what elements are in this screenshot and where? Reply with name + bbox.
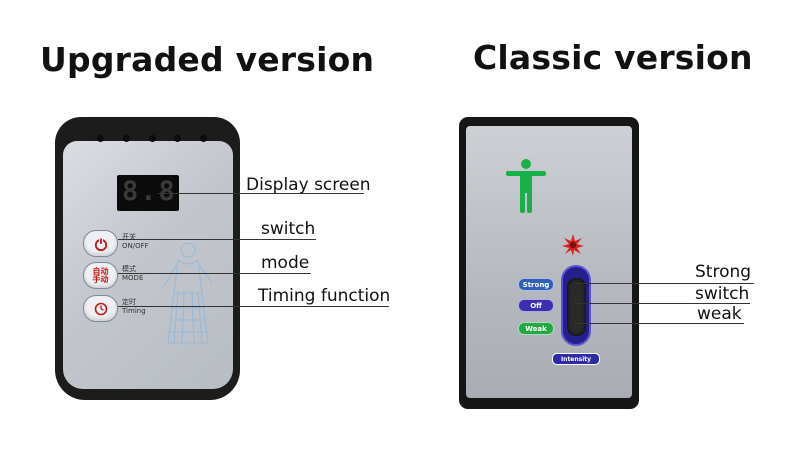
- off-indicator: Off: [518, 299, 554, 312]
- callout-line-strong: [574, 283, 754, 284]
- mode-button[interactable]: 自动 手动: [83, 262, 118, 289]
- callout-timing-function: Timing function: [258, 286, 391, 306]
- callout-strong: Strong: [695, 262, 752, 282]
- callout-display-screen: Display screen: [246, 175, 371, 195]
- auto-manual-icon: 自动 手动: [92, 266, 109, 284]
- timing-button[interactable]: [83, 295, 118, 322]
- display-digits: 8.8: [122, 176, 177, 207]
- power-button[interactable]: [83, 230, 118, 257]
- callout-mode: mode: [261, 253, 310, 273]
- indicator-led: [97, 135, 104, 142]
- weak-indicator: Weak: [518, 322, 554, 335]
- callout-classic-switch: switch: [695, 284, 750, 304]
- mode-button-label: 模式 MODE: [122, 265, 144, 282]
- callout-line-classic-switch: [574, 303, 750, 304]
- classic-controller-panel: [466, 126, 632, 398]
- strong-indicator: Strong: [518, 278, 554, 291]
- power-icon: [94, 238, 107, 251]
- indicator-led: [200, 135, 207, 142]
- callout-line-mode: [118, 273, 311, 274]
- power-indicator-icon: [562, 234, 584, 256]
- person-icon: [506, 159, 546, 213]
- indicator-led: [174, 135, 181, 142]
- indicator-led: [149, 135, 156, 142]
- callout-line-timing: [118, 306, 389, 307]
- heading-upgraded-version: Upgraded version: [40, 40, 375, 79]
- indicator-led: [123, 135, 130, 142]
- callout-line-display: [158, 193, 364, 194]
- clock-icon: [94, 302, 107, 315]
- heading-classic-version: Classic version: [473, 38, 753, 77]
- callout-line-weak: [574, 323, 744, 324]
- callout-line-switch: [118, 239, 316, 240]
- callout-switch: switch: [261, 219, 316, 239]
- callout-weak: weak: [697, 304, 742, 324]
- intensity-slider-knob[interactable]: [567, 278, 586, 336]
- timing-button-label: 定时 Timing: [122, 298, 146, 315]
- intensity-label: Intensity: [552, 353, 600, 365]
- body-outline-icon: [163, 242, 213, 344]
- power-button-label: 开关 ON/OFF: [122, 233, 149, 250]
